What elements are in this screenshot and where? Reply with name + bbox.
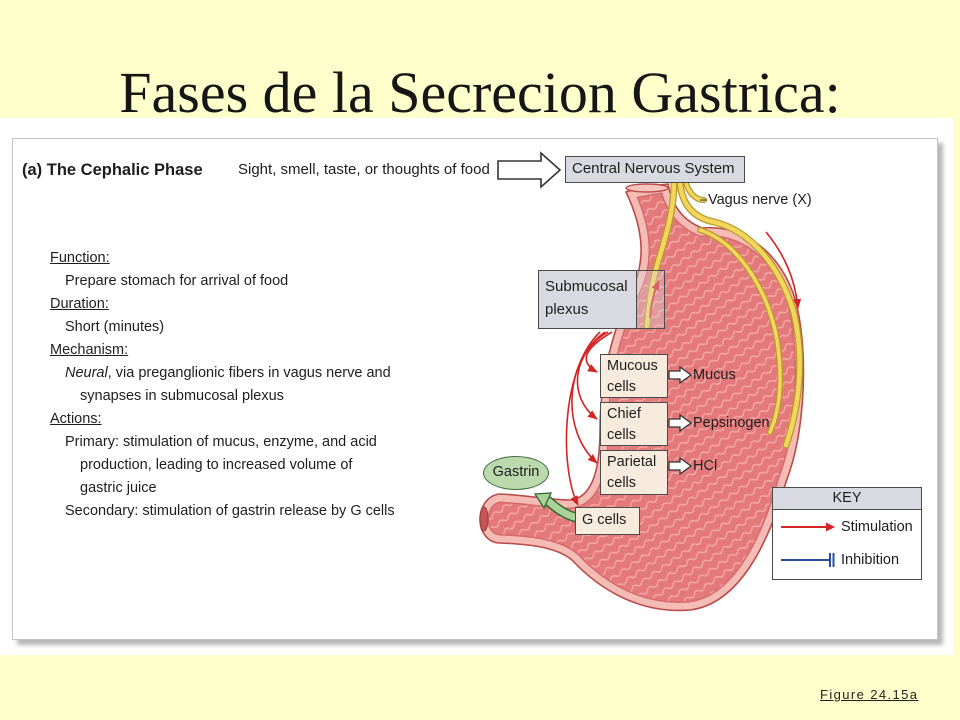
pepsinogen-secretion-arrow xyxy=(668,413,693,433)
esophagus-opening xyxy=(625,183,669,193)
cell-label-line2: cells xyxy=(607,427,637,443)
mechanism-italic: Neural xyxy=(65,365,108,381)
function-heading-text: Function: xyxy=(50,250,110,266)
key-legend: KEY Stimulation Inhibition xyxy=(772,487,922,580)
duration-heading: Duration: xyxy=(50,293,395,316)
function-heading: Function: xyxy=(50,247,395,270)
slide-title: Fases de la Secrecion Gastrica: xyxy=(119,60,841,125)
actions-heading: Actions: xyxy=(50,408,395,431)
hcl-label: HCl xyxy=(693,458,718,474)
stimulation-arrow-gcells xyxy=(565,331,601,506)
duration-heading-text: Duration: xyxy=(50,296,109,312)
cns-box: Central Nervous System xyxy=(565,156,745,183)
stimulation-arrow-parietal xyxy=(571,331,606,464)
parietal-cells-box: Parietal cells xyxy=(600,450,668,495)
hcl-secretion-arrow xyxy=(668,456,693,476)
stimulation-arrow-fundus xyxy=(765,231,802,309)
actions-primary-line3: gastric juice xyxy=(80,480,157,496)
panel-label: (a) The Cephalic Phase xyxy=(22,161,203,179)
secretion-arrows xyxy=(668,365,693,476)
pepsinogen-label: Pepsinogen xyxy=(693,415,770,431)
submucosal-plexus-box: Submucosal plexus xyxy=(538,270,665,329)
mechanism-heading: Mechanism: xyxy=(50,339,395,362)
duration-text: Short (minutes) xyxy=(65,319,165,335)
actions-secondary: Secondary: stimulation of gastrin releas… xyxy=(65,503,395,519)
actions-primary-line2: production, leading to increased volume … xyxy=(80,457,353,473)
gastrin-oval: Gastrin xyxy=(483,456,549,490)
actions-heading-text: Actions: xyxy=(50,411,102,427)
g-cells-box: G cells xyxy=(575,507,640,535)
mechanism-line1-rest: , via preganglionic fibers in vagus nerv… xyxy=(107,365,391,381)
key-label-stimulation: Stimulation xyxy=(841,519,913,535)
chief-cells-box: Chief cells xyxy=(600,402,668,446)
cell-label-line1: Parietal xyxy=(607,454,657,470)
mechanism-heading-text: Mechanism: xyxy=(50,342,129,358)
phase-summary: Function: Prepare stomach for arrival of… xyxy=(50,247,395,523)
actions-primary-line1: Primary: stimulation of mucus, enzyme, a… xyxy=(65,434,377,450)
gastrin-release-arrow xyxy=(533,492,580,523)
key-label-inhibition: Inhibition xyxy=(841,552,900,568)
stimulus-arrow xyxy=(497,151,562,189)
figure-link[interactable]: Figure 24.15a xyxy=(820,687,919,702)
vagus-nerve-label: Vagus nerve (X) xyxy=(708,192,812,208)
key-row-inhibition: Inhibition xyxy=(779,549,919,571)
stimulation-arrow-chief xyxy=(576,331,609,420)
plexus-label-line2: plexus xyxy=(545,301,589,318)
cell-label-line1: Mucous xyxy=(607,358,658,374)
key-row-stimulation: Stimulation xyxy=(779,516,919,538)
plexus-divider xyxy=(636,270,637,329)
duodenum-opening xyxy=(479,506,489,532)
mechanism-line2: synapses in submucosal plexus xyxy=(80,388,284,404)
stimulus-text: Sight, smell, taste, or thoughts of food xyxy=(238,161,490,178)
plexus-label-line1: Submucosal xyxy=(545,278,628,295)
mucus-secretion-arrow xyxy=(668,365,693,385)
mucus-label: Mucus xyxy=(693,367,736,383)
key-title: KEY xyxy=(773,488,921,510)
mechanism-line1: Neural, via preganglionic fibers in vagu… xyxy=(65,362,395,385)
stimulation-arrow-mucous xyxy=(585,331,613,373)
inhibition-bar-icon xyxy=(781,553,835,567)
cell-label-line2: cells xyxy=(607,475,637,491)
cell-label-line1: Chief xyxy=(607,406,641,422)
function-text: Prepare stomach for arrival of food xyxy=(65,273,289,289)
stimulation-arrow-icon xyxy=(781,522,835,532)
mucous-cells-box: Mucous cells xyxy=(600,354,668,398)
cell-label-line2: cells xyxy=(607,379,637,395)
